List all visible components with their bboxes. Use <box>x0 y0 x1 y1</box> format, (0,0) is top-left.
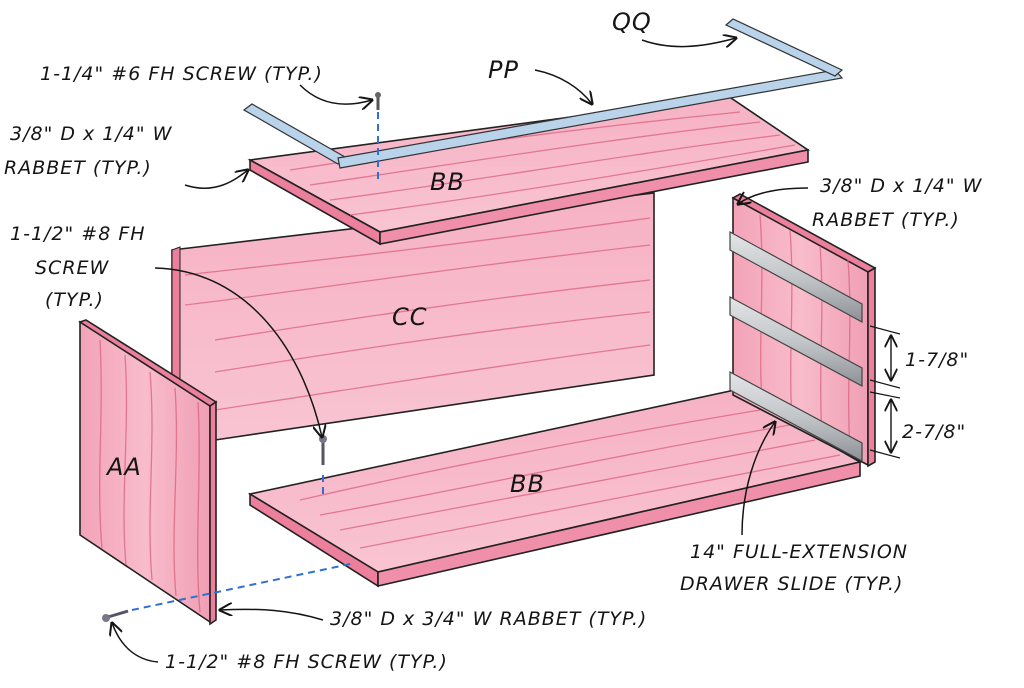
label-part-pp: PP <box>488 56 519 84</box>
callout-bottom-screw: 1-1/2" #8 FH SCREW (TYP.) <box>165 651 448 673</box>
drawer-slide-3 <box>729 370 863 463</box>
callout-top-rabbet-line1: 3/8" D x 1/4" W <box>10 123 173 145</box>
panel-side-right <box>729 193 877 468</box>
drawer-slide-2 <box>729 295 863 388</box>
panel-aa-left <box>78 319 218 626</box>
label-part-cc: CC <box>392 303 428 331</box>
drawer-slide-1 <box>729 230 863 324</box>
leader-lines <box>112 38 809 663</box>
label-part-qq: QQ <box>612 8 652 36</box>
callout-slide-line2: DRAWER SLIDE (TYP.) <box>680 573 903 595</box>
label-part-bb-top: BB <box>430 168 465 196</box>
callout-side-rabbet-line2: RABBET (TYP.) <box>812 209 960 231</box>
label-part-aa: AA <box>105 453 142 481</box>
callout-bottom-rabbet: 3/8" D x 3/4" W RABBET (TYP.) <box>330 608 647 630</box>
callout-side-rabbet-line1: 3/8" D x 1/4" W <box>820 175 983 197</box>
callout-top-rabbet-line2: RABBET (TYP.) <box>4 157 152 179</box>
screw-top <box>375 92 381 182</box>
callout-mid-screw-line2: SCREW <box>35 257 110 279</box>
callout-slide-line1: 14" FULL-EXTENSION <box>690 541 908 563</box>
callout-mid-screw-line3: (TYP.) <box>45 289 104 311</box>
frame-pp-qq <box>242 18 844 169</box>
panel-bb-top <box>247 95 811 246</box>
screw-bottom <box>102 562 356 622</box>
label-part-bb-bottom: BB <box>510 470 545 498</box>
dimension-upper-spacing: 1-7/8" <box>905 349 969 371</box>
panel-bb-bottom <box>247 389 863 588</box>
callout-top-screw: 1-1/4" #6 FH SCREW (TYP.) <box>40 63 323 85</box>
callout-mid-screw-line1: 1-1/2" #8 FH <box>10 223 146 245</box>
dimension-marks <box>869 325 901 459</box>
dimension-lower-spacing: 2-7/8" <box>902 421 966 443</box>
